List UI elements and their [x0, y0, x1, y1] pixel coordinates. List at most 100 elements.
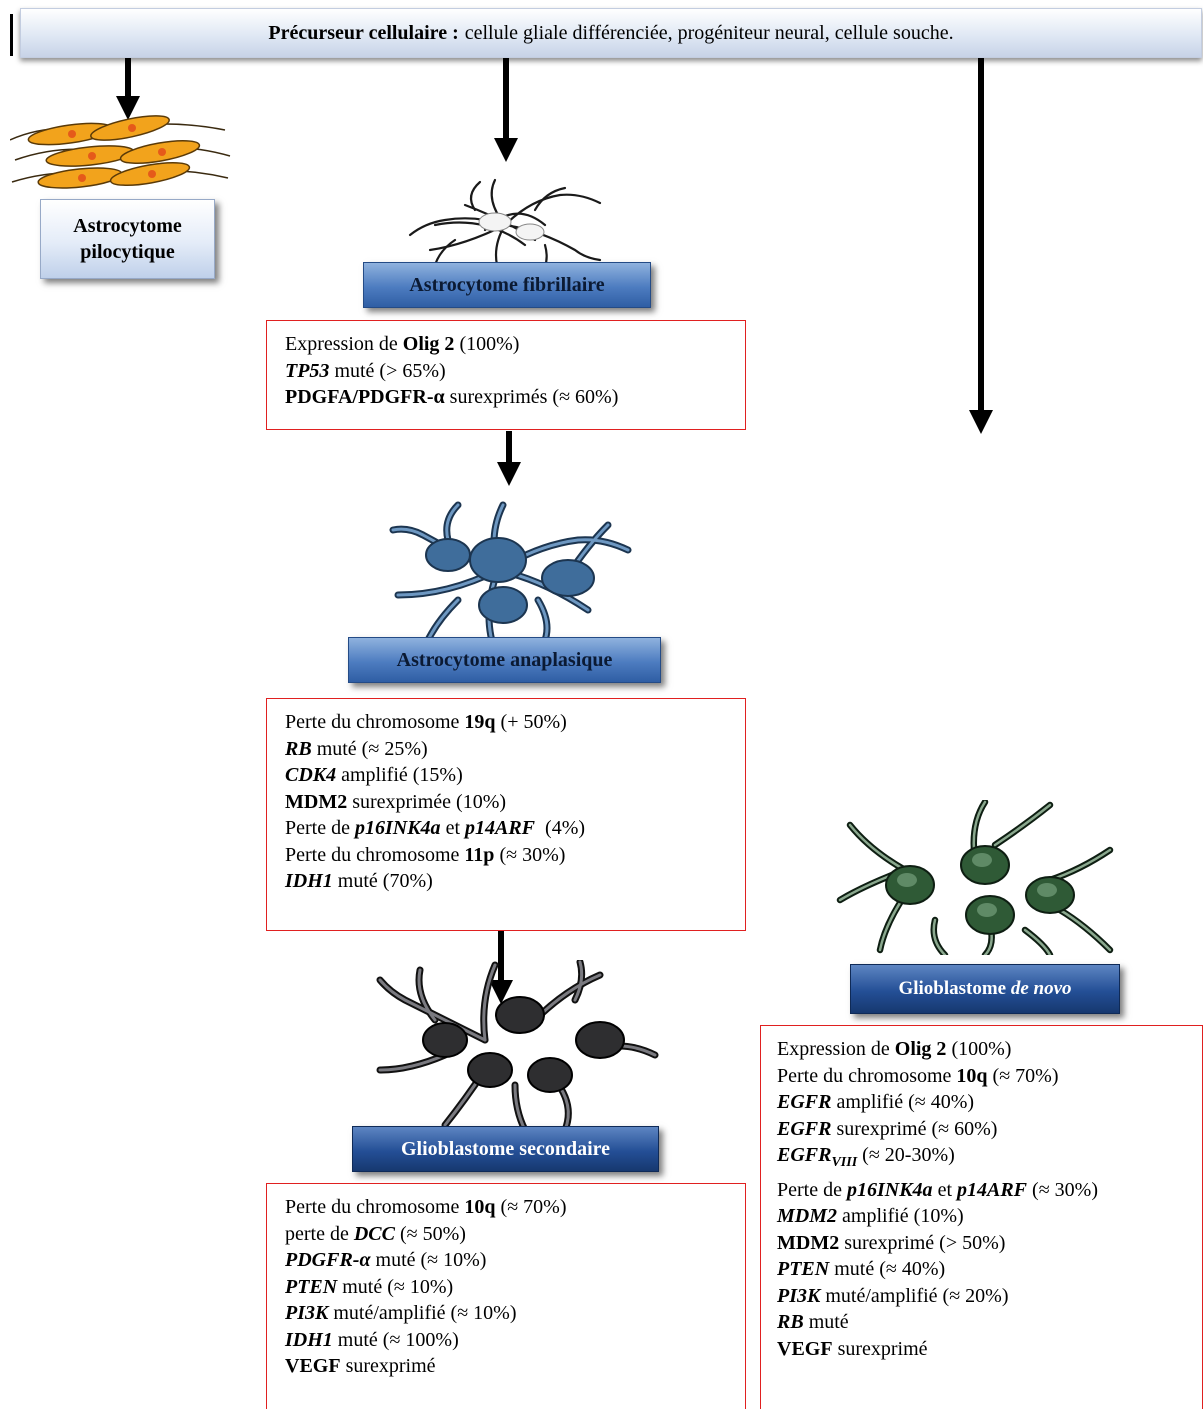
- label-denovo-text: Glioblastome: [898, 978, 1011, 999]
- marker-term: 10q: [956, 1064, 988, 1087]
- box-text: (≈ 70%): [987, 1064, 1059, 1087]
- box-line: VEGF surexprimé: [777, 1336, 1188, 1363]
- box-line: RB muté: [777, 1309, 1188, 1336]
- box-text: muté (≈ 10%): [370, 1249, 487, 1271]
- header-left-rule: [10, 14, 13, 56]
- box-line: EGFRVIII (≈ 20-30%): [777, 1142, 1188, 1177]
- box-text: (≈ 30%): [1027, 1178, 1098, 1201]
- pilocytic-cells-illustration: [10, 115, 231, 189]
- box-line: MDM2 surexprimée (10%): [285, 789, 727, 816]
- box-text: amplifié (≈ 40%): [831, 1091, 975, 1113]
- marker-term: p16INK4a: [846, 1178, 933, 1201]
- box-line: PDGFR-α muté (≈ 10%): [285, 1247, 727, 1274]
- marker-term: TP53: [285, 359, 330, 382]
- box-text: Expression de: [285, 333, 403, 355]
- marker-term: CDK4: [285, 764, 337, 786]
- label-glioblastome-de-novo: Glioblastome de novo: [850, 964, 1120, 1014]
- header-text: cellule gliale différenciée, progéniteur…: [464, 21, 954, 44]
- box-secondaire: Perte du chromosome 10q (≈ 70%)perte de …: [266, 1183, 746, 1409]
- box-line: MDM2 surexprimé (> 50%): [777, 1230, 1188, 1257]
- box-line: VEGF surexprimé: [285, 1353, 727, 1380]
- box-text: (≈ 30%): [494, 843, 566, 866]
- box-text: muté/amplifié (≈ 20%): [820, 1284, 1009, 1307]
- box-text: Perte du chromosome: [285, 843, 465, 866]
- marker-term: IDH1: [285, 1328, 333, 1351]
- box-line: PDGFA/PDGFR-α surexprimés (≈ 60%): [285, 384, 727, 411]
- marker-term: MDM2: [777, 1231, 840, 1254]
- box-text: (≈ 70%): [495, 1196, 567, 1218]
- box-text: muté: [803, 1311, 849, 1333]
- marker-term: DCC: [353, 1222, 395, 1245]
- marker-term: MDM2: [285, 790, 348, 813]
- box-line: Perte du chromosome 10q (≈ 70%): [285, 1194, 727, 1221]
- box-line: Expression de Olig 2 (100%): [777, 1036, 1188, 1063]
- marker-term: PDGFR-α: [285, 1249, 371, 1271]
- box-text: et: [932, 1178, 957, 1201]
- box-line: MDM2 amplifié (10%): [777, 1203, 1188, 1230]
- box-text: (≈ 20-30%): [857, 1144, 955, 1166]
- box-line: RB muté (≈ 25%): [285, 736, 727, 763]
- box-text: muté (> 65%): [329, 359, 446, 382]
- box-text: (4%): [535, 817, 586, 839]
- box-line: Perte de p16INK4a et p14ARF (≈ 30%): [777, 1177, 1188, 1204]
- box-text: surexprimé (≈ 60%): [831, 1117, 998, 1140]
- box-fibrillaire: Expression de Olig 2 (100%)TP53 muté (> …: [266, 320, 746, 430]
- denovo-glioblastoma-cells-illustration: [836, 800, 1114, 955]
- marker-term: MDM2: [777, 1205, 838, 1227]
- box-line: perte de DCC (≈ 50%): [285, 1221, 727, 1248]
- box-text: amplifié (15%): [336, 764, 463, 786]
- box-text: (+ 50%): [495, 711, 567, 733]
- marker-term: EGFR: [777, 1091, 832, 1113]
- box-line: IDH1 muté (≈ 100%): [285, 1327, 727, 1354]
- box-line: Perte du chromosome 10q (≈ 70%): [777, 1063, 1188, 1090]
- label-astrocytome-fibrillaire: Astrocytome fibrillaire: [363, 262, 651, 308]
- label-glioblastome-secondaire: Glioblastome secondaire: [352, 1126, 659, 1172]
- box-text: surexprimé (> 50%): [839, 1231, 1006, 1254]
- box-line: TP53 muté (> 65%): [285, 358, 727, 385]
- box-text: amplifié (10%): [837, 1205, 964, 1227]
- marker-term: 11p: [464, 843, 495, 866]
- marker-term: VIII: [831, 1155, 858, 1170]
- box-line: PI3K muté/amplifié (≈ 20%): [777, 1283, 1188, 1310]
- anaplastic-cells-illustration: [389, 501, 632, 649]
- marker-term: PI3K: [285, 1302, 329, 1324]
- box-line: CDK4 amplifié (15%): [285, 762, 727, 789]
- marker-term: VEGF: [777, 1337, 833, 1360]
- box-text: muté (≈ 25%): [311, 737, 428, 760]
- marker-term: PI3K: [777, 1284, 821, 1307]
- box-text: (100%): [946, 1038, 1012, 1060]
- label-astrocytome-pilocytique: Astrocytome pilocytique: [40, 199, 215, 279]
- box-text: muté (≈ 10%): [337, 1275, 454, 1298]
- box-text: muté (70%): [332, 870, 433, 892]
- marker-term: 19q: [464, 711, 496, 733]
- header-title: Précurseur cellulaire :: [268, 21, 459, 44]
- box-text: (100%): [454, 333, 520, 355]
- label-denovo-italic: de novo: [1010, 978, 1072, 999]
- marker-term: VEGF: [285, 1355, 341, 1377]
- box-anaplasique: Perte du chromosome 19q (+ 50%)RB muté (…: [266, 698, 746, 931]
- box-text: Perte de: [285, 817, 355, 839]
- fibrillary-cells-illustration: [408, 178, 602, 277]
- marker-term: EGFR: [777, 1117, 832, 1140]
- box-line: PI3K muté/amplifié (≈ 10%): [285, 1300, 727, 1327]
- box-line: EGFR amplifié (≈ 40%): [777, 1089, 1188, 1116]
- box-text: surexprimé: [340, 1355, 436, 1377]
- box-line: EGFR surexprimé (≈ 60%): [777, 1116, 1188, 1143]
- marker-term: Olig 2: [894, 1038, 947, 1060]
- box-text: muté (≈ 100%): [332, 1328, 459, 1351]
- marker-term: p14ARF: [465, 817, 536, 839]
- box-text: Expression de: [777, 1038, 895, 1060]
- marker-term: p16INK4a: [354, 817, 441, 839]
- box-line: Perte du chromosome 19q (+ 50%): [285, 709, 727, 736]
- box-text: Perte du chromosome: [285, 711, 465, 733]
- marker-term: EGFR: [777, 1144, 832, 1166]
- label-astrocytome-anaplasique: Astrocytome anaplasique: [348, 637, 661, 683]
- box-text: muté (≈ 40%): [829, 1258, 946, 1280]
- box-text: surexprimés (≈ 60%): [444, 386, 619, 408]
- box-text: Perte du chromosome: [777, 1064, 957, 1087]
- box-text: Perte de: [777, 1178, 847, 1201]
- marker-term: IDH1: [285, 870, 333, 892]
- box-de-novo: Expression de Olig 2 (100%)Perte du chro…: [760, 1025, 1203, 1409]
- marker-term: p14ARF: [957, 1178, 1028, 1201]
- marker-term: PTEN: [285, 1275, 338, 1298]
